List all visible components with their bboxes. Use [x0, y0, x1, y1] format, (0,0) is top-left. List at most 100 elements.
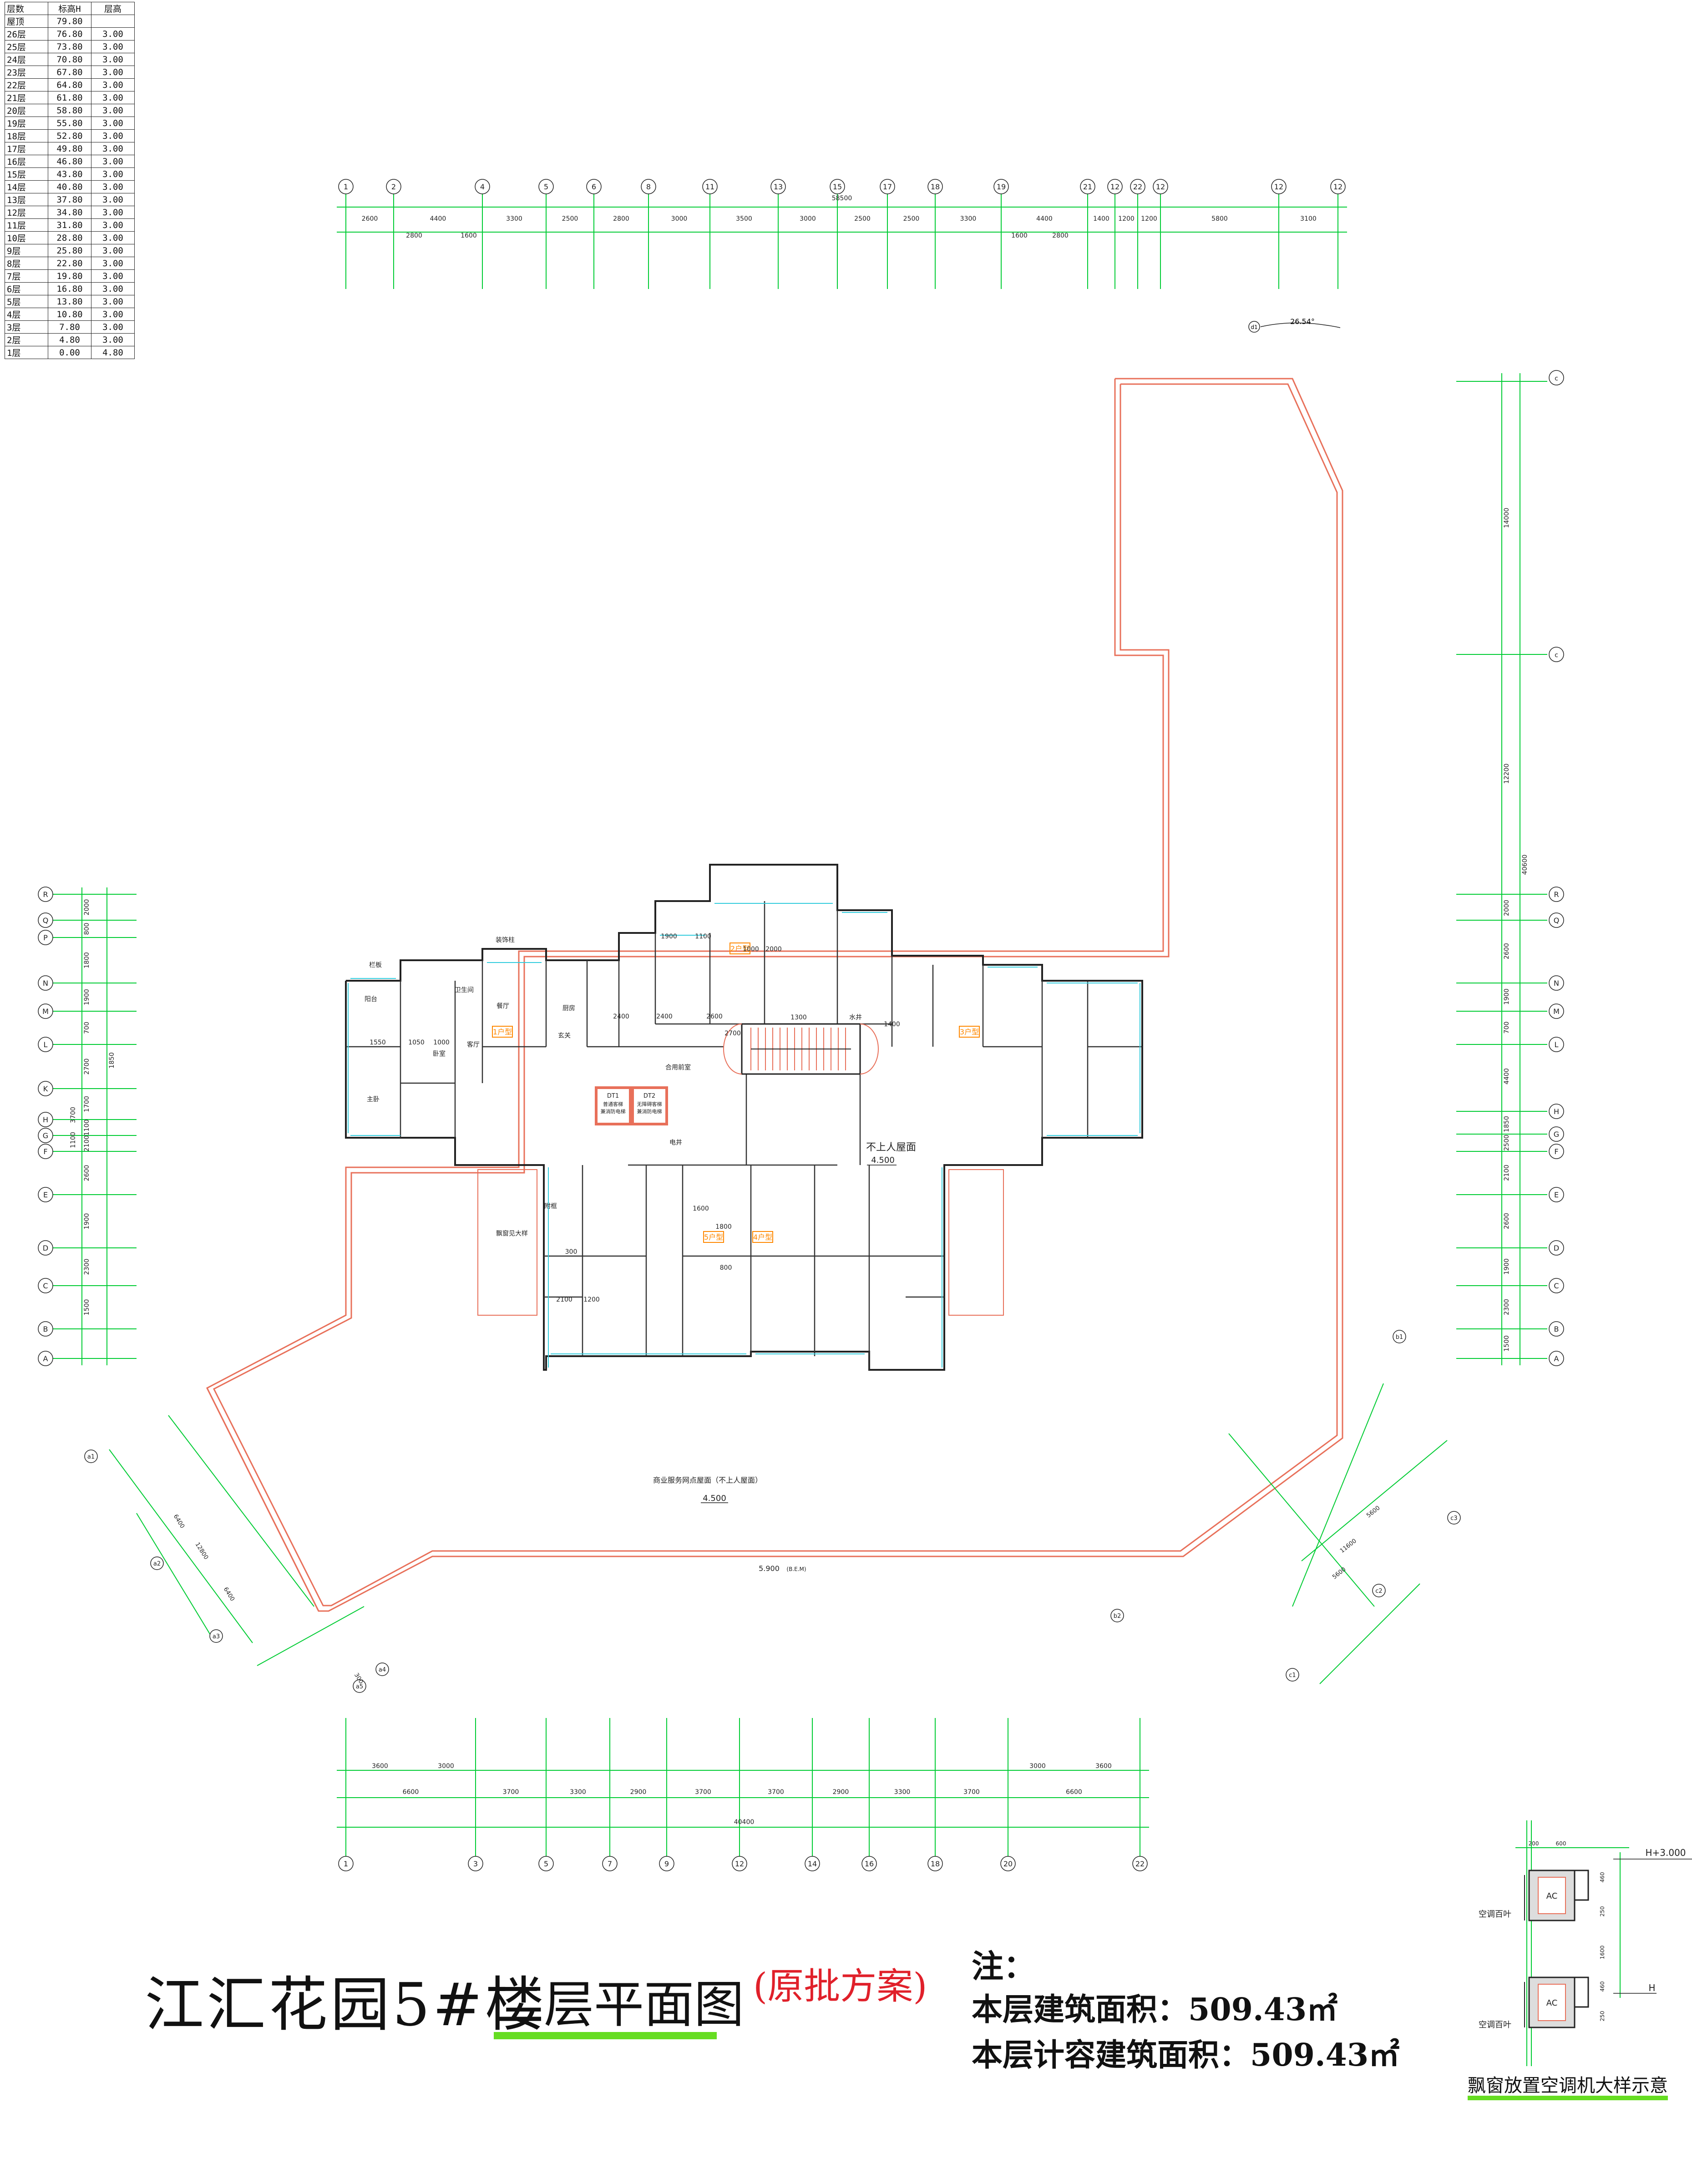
left-axis-label: N — [43, 979, 48, 988]
diagonal-grid-bubble — [150, 1556, 164, 1570]
diagonal-grid-label: a1 — [87, 1454, 95, 1460]
top-axis-label: 12 — [1156, 182, 1165, 191]
left-axis-label: E — [43, 1191, 48, 1199]
bottom-axis-bubble — [805, 1856, 820, 1871]
diagonal-grid-bubble — [1393, 1330, 1406, 1343]
left-axis-bubble — [38, 1351, 53, 1366]
angle-marker: d1 26.54° — [1248, 317, 1341, 333]
core-dimension-label: 2100 — [556, 1296, 572, 1303]
floor-table-cell: 3.00 — [91, 231, 135, 244]
left-span-label: 2700 — [83, 1059, 91, 1075]
left-axis-bubble — [38, 1240, 53, 1256]
bottom-axis-label: 18 — [931, 1860, 940, 1868]
right-axis-bubble — [1549, 1104, 1564, 1119]
right-span-label: 4400 — [1503, 1068, 1510, 1084]
diagonal-grid-label: a2 — [153, 1561, 161, 1567]
left-span-label: 2300 — [83, 1259, 91, 1275]
left-span-label: 1900 — [83, 1213, 91, 1230]
left-axis-label: C — [43, 1282, 48, 1290]
non-access-roof-elevation: 4.500 — [871, 1155, 895, 1165]
bottom-axis-bubble — [1000, 1856, 1016, 1871]
top-span-label: 2800 — [613, 215, 629, 223]
right-span-label: 700 — [1503, 1022, 1510, 1034]
room-water: 水井 — [849, 1014, 862, 1021]
right-axis-bubble — [1549, 1351, 1564, 1366]
detail-louver-bottom: 空调百叶 — [1479, 2020, 1511, 2030]
bottom-axis-bubble — [861, 1856, 877, 1871]
core-dimension-label: 1800 — [715, 1223, 732, 1231]
core-dimension-label: 1050 — [408, 1039, 425, 1046]
boundary-elevation-suffix: (B.E.M) — [786, 1566, 806, 1572]
right-axis-label: L — [1555, 1040, 1559, 1049]
top-axis-label: 15 — [833, 182, 842, 191]
floor-table-cell: 64.80 — [48, 78, 91, 91]
left-axis-label: K — [43, 1084, 48, 1093]
diagonal-grid-bubble — [1110, 1609, 1124, 1622]
diagonal-grid-line — [1301, 1440, 1448, 1561]
diagonal-grid-bubble — [1286, 1668, 1299, 1682]
floor-table-cell: 10层 — [5, 231, 48, 244]
detail-dim-6: 460 — [1599, 1981, 1606, 1992]
bottom-sub-label: 3000 — [1029, 1763, 1046, 1770]
top-sub-label: 2800 — [406, 232, 422, 239]
floor-table-header-cell: 层高 — [91, 2, 135, 15]
bottom-span-label: 3700 — [695, 1789, 711, 1796]
top-axis-bubble — [770, 179, 786, 194]
top-axis-bubble — [1153, 179, 1168, 194]
diagonal-grid-label: b1 — [1396, 1334, 1403, 1341]
drawing-scheme-note: (原批方案) — [753, 1965, 927, 2007]
left-span-label: 2000 — [83, 899, 91, 916]
floor-table-cell: 11层 — [5, 218, 48, 232]
core-dimension-label: 1000 — [743, 946, 759, 953]
room-decor: 装饰柱 — [496, 937, 515, 944]
top-axis-label: 8 — [646, 182, 651, 191]
floor-table-cell: 3.00 — [91, 180, 135, 193]
floor-table-cell: 1层 — [5, 346, 48, 359]
right-axis-bubble — [1549, 1003, 1564, 1019]
bottom-axis-label: 14 — [808, 1860, 817, 1868]
floor-table-cell: 55.80 — [48, 117, 91, 130]
diagonal-dim-label: 5600 — [1365, 1505, 1381, 1519]
boundary-elevation: 5.900 — [759, 1564, 780, 1573]
floor-table-cell: 4.80 — [91, 346, 135, 359]
room-hall: 合用前室 — [665, 1064, 691, 1071]
bottom-span-label: 3700 — [768, 1789, 784, 1796]
floor-table-cell: 22层 — [5, 78, 48, 91]
detail-caption: 飘窗放置空调机大样示意 — [1468, 2075, 1668, 2096]
unit-tag-1: 1户型 — [493, 1028, 512, 1036]
floor-table-cell: 8层 — [5, 257, 48, 270]
left-span-label: 1700 — [83, 1096, 91, 1112]
floor-table-cell: 12层 — [5, 206, 48, 219]
diagonal-grid-line — [257, 1606, 365, 1666]
bottom-axis-bubble — [468, 1856, 483, 1871]
left-extra-label: 1850 — [108, 1052, 116, 1069]
top-span-label: 3500 — [736, 215, 752, 223]
detail-louver-top: 空调百叶 — [1479, 1910, 1511, 1919]
elevator-dt1-line2: 兼消防电梯 — [601, 1108, 626, 1115]
bottom-axis-bubble — [927, 1856, 943, 1871]
left-axis-bubble — [38, 1187, 53, 1202]
core-dimension-label: 1100 — [695, 933, 711, 940]
left-axis-label: D — [43, 1244, 48, 1252]
core-dimension-label: 2600 — [706, 1013, 723, 1020]
room-shaft: 电井 — [669, 1139, 682, 1146]
notes-far-area: 本层计容建筑面积：509.43㎡ — [972, 2037, 1400, 2073]
angle-marker-label: d1 — [1251, 324, 1257, 330]
top-axis-bubble — [1107, 179, 1123, 194]
right-axis-bubble — [1549, 1278, 1564, 1293]
diagonal-dim-label: 11600 — [1339, 1538, 1358, 1555]
top-axis-bubble — [338, 179, 354, 194]
diagonal-grid-line — [168, 1415, 314, 1607]
top-axis-bubble — [993, 179, 1009, 194]
window-lines — [348, 903, 1140, 1368]
floor-table-cell: 52.80 — [48, 129, 91, 142]
bottom-axis-label: 1 — [344, 1860, 348, 1868]
unit-tag-4: 4户型 — [753, 1233, 772, 1241]
